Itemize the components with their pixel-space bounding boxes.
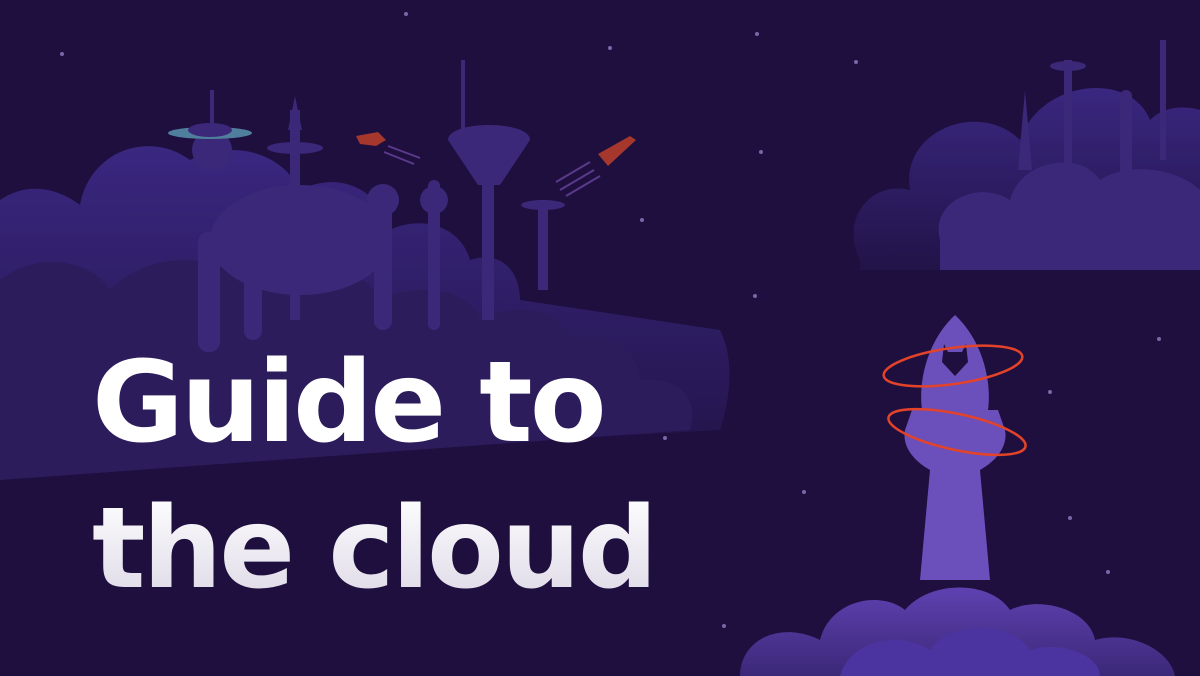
right-cloud-bank bbox=[853, 40, 1200, 270]
title-line-2: the cloud bbox=[92, 484, 655, 614]
page-title: Guide to the cloud bbox=[92, 330, 655, 622]
star-icon bbox=[608, 46, 612, 50]
left-cloud-bank bbox=[0, 146, 730, 480]
star-icon bbox=[802, 490, 806, 494]
flying-saucer-icon bbox=[168, 123, 252, 139]
star-icon bbox=[640, 218, 644, 222]
star-icon bbox=[1157, 337, 1161, 341]
orbit-rings-icon bbox=[882, 344, 1027, 457]
red-rocket-icon bbox=[555, 136, 636, 197]
star-icon bbox=[759, 150, 763, 154]
star-icon bbox=[1106, 570, 1110, 574]
star-icon bbox=[60, 52, 64, 56]
star-icon bbox=[663, 436, 667, 440]
city-skyline-icon bbox=[192, 60, 565, 352]
star-icon bbox=[854, 60, 858, 64]
launching-rocket-icon bbox=[904, 315, 1006, 580]
star-icon bbox=[1048, 390, 1052, 394]
star-icon bbox=[1068, 516, 1072, 520]
star-icon bbox=[404, 12, 408, 16]
title-line-1: Guide to bbox=[92, 338, 604, 468]
rocket-plume-clouds bbox=[740, 587, 1175, 676]
star-icon bbox=[722, 624, 726, 628]
star-icon bbox=[753, 294, 757, 298]
star-icon bbox=[755, 32, 759, 36]
red-ship-icon bbox=[356, 132, 421, 165]
